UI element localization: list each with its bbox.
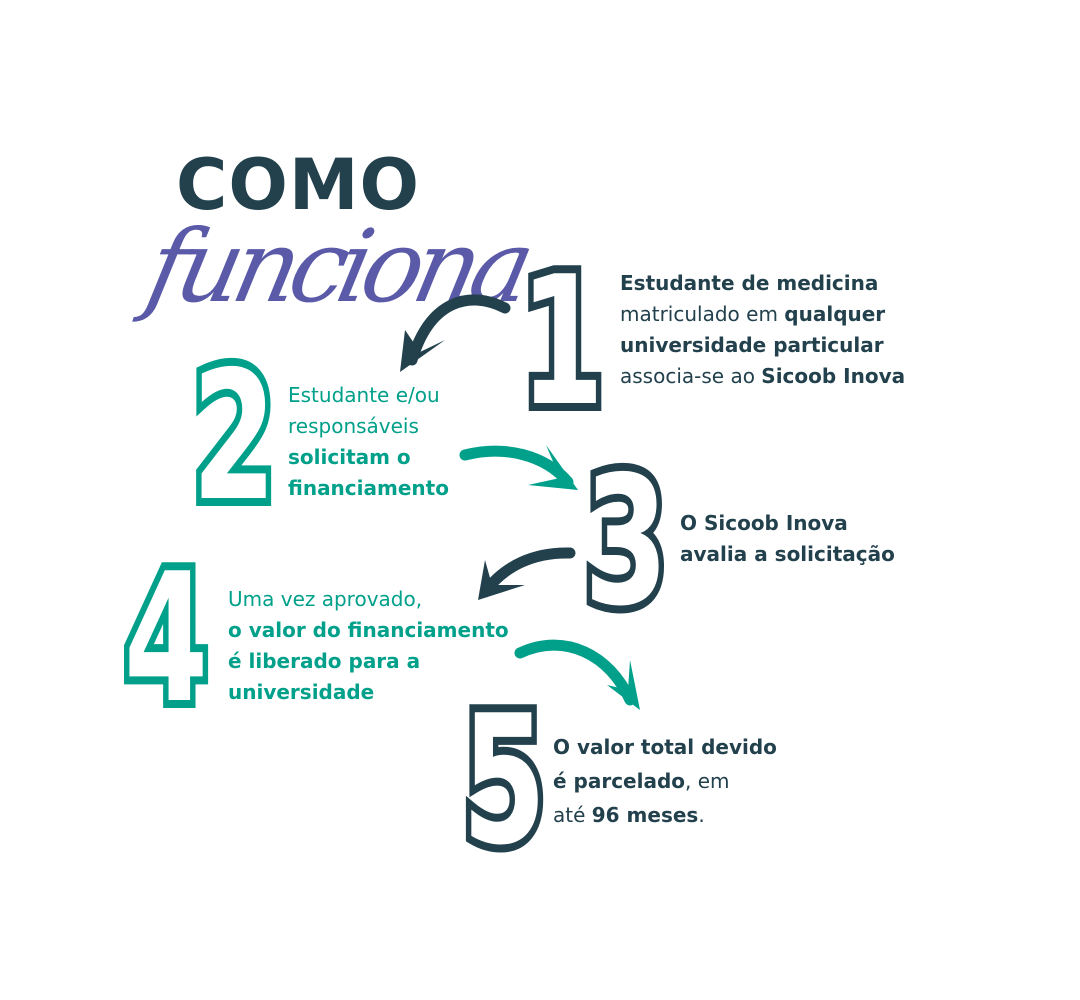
arrowhead-2	[528, 445, 578, 490]
step-2-line: Estudante e/ou	[288, 383, 440, 407]
step-3-line: avalia a solicitação	[680, 542, 895, 566]
step-1-line: Estudante de medicina	[620, 271, 879, 295]
step-2-line: responsáveis	[288, 414, 419, 438]
step-5-line: O valor total devido	[553, 735, 777, 759]
step-1-bold: Sicoob Inova	[761, 364, 906, 388]
step-1-line: associa-se ao	[620, 364, 762, 388]
step-4-line: é liberado para a	[228, 649, 421, 673]
step-5-text: O valor total devido é parcelado, em até…	[553, 730, 777, 832]
step-4-line: Uma vez aprovado,	[228, 587, 423, 611]
step-1-line: matriculado em	[620, 302, 785, 326]
step-2-line: financiamento	[288, 476, 449, 500]
step-5-line: .	[698, 803, 705, 827]
step-5-number: 5	[457, 677, 552, 884]
step-1-line: universidade particular	[620, 333, 884, 357]
arrow-3-to-4	[479, 547, 576, 598]
arrow-4-to-5	[514, 639, 636, 706]
step-4-text: Uma vez aprovado, o valor do financiamen…	[228, 584, 509, 708]
step-2-number: 2	[187, 333, 282, 540]
title: COMO	[176, 144, 421, 226]
arrow-1-to-2	[406, 294, 511, 366]
step-3-text: O Sicoob Inova avalia a solicitação	[680, 508, 895, 570]
step-5-line: , em	[685, 769, 730, 793]
step-1-bold: qualquer	[784, 302, 886, 326]
step-2-text: Estudante e/ou responsáveis solicitam o …	[288, 380, 449, 504]
step-1-number: 1	[515, 238, 610, 445]
step-5-line: até	[553, 803, 592, 827]
step-3-line: O Sicoob Inova	[680, 511, 848, 535]
step-4-number: 4	[119, 535, 214, 742]
step-2-line: solicitam o	[288, 445, 411, 469]
arrowhead-1	[400, 330, 445, 372]
step-5-bold: 96 meses	[591, 803, 699, 827]
step-3-number: 3	[579, 438, 674, 645]
step-5-bold: é parcelado	[553, 769, 686, 793]
step-1-text: Estudante de medicina matriculado em qua…	[620, 268, 905, 392]
arrowhead-3	[478, 560, 525, 600]
arrowhead-4	[607, 660, 640, 710]
step-4-line: universidade	[228, 680, 375, 704]
step-4-line: o valor do financiamento	[228, 618, 509, 642]
